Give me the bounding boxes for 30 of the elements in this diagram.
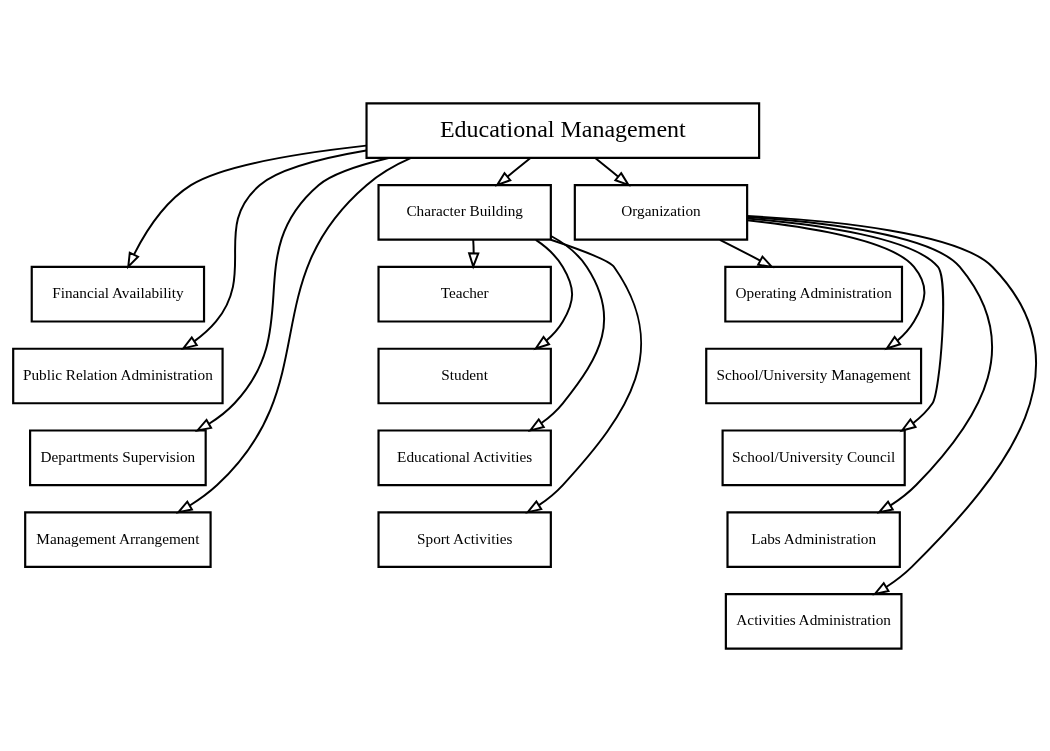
arrow — [527, 234, 606, 432]
node-box: Organization — [573, 183, 749, 241]
arrow — [746, 214, 1038, 595]
arrow — [194, 156, 390, 432]
arrow — [525, 238, 643, 514]
arrow — [594, 156, 631, 187]
node-box: Financial Availability — [30, 265, 206, 323]
arrow — [718, 238, 775, 268]
node-box: Public Relation Administration — [12, 347, 224, 404]
node-box: Educational Management — [365, 101, 761, 159]
arrow — [746, 216, 945, 432]
node-box: Teacher — [377, 265, 552, 323]
node-box: Departments Supervision — [29, 428, 207, 486]
arrow — [746, 218, 926, 350]
arrow — [127, 144, 368, 269]
node-box: Operating Administration — [724, 265, 904, 323]
node-box: Activities Administration — [724, 592, 903, 650]
node-box: Character Building — [377, 183, 552, 241]
node-box: Sport Activities — [377, 510, 552, 568]
node-box: School/University Management — [705, 347, 923, 404]
arrow — [494, 156, 532, 187]
arrow — [746, 215, 993, 514]
node-box: School/University Council — [721, 428, 906, 486]
arrow — [180, 148, 368, 350]
arrow — [175, 156, 413, 514]
node-box: Educational Activities — [377, 428, 552, 486]
node-box: Management Arrangement — [24, 510, 212, 568]
arrow — [533, 238, 574, 350]
node-box: Labs Administration — [726, 510, 901, 568]
node-box: Student — [377, 347, 552, 404]
